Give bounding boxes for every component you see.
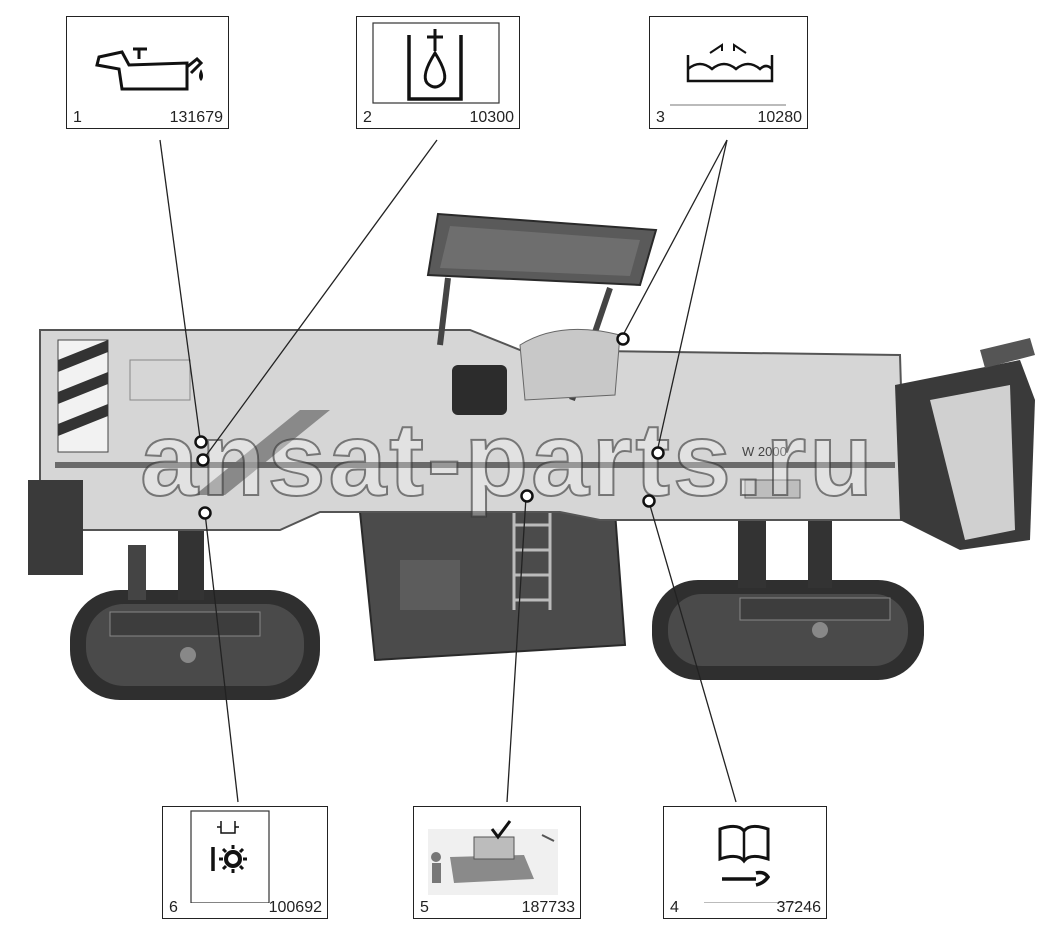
callout-dots	[194, 332, 665, 520]
callout-dot-4	[642, 494, 656, 508]
front-conveyor	[895, 338, 1035, 550]
label-tile-2: 2 10300	[356, 16, 520, 129]
label-code: 10300	[469, 109, 515, 126]
hazard-stripes	[57, 339, 109, 453]
label-number: 1	[73, 109, 82, 126]
manual-wrench-icon	[704, 824, 800, 903]
label-code: 100692	[268, 899, 322, 916]
machine-badge: W 2000	[742, 444, 787, 459]
milling-machine: W 2000	[28, 212, 1035, 700]
label-tile-6: 6 100692	[162, 806, 328, 919]
label-tile-4: 4 37246	[663, 806, 827, 919]
label-number: 4	[670, 899, 679, 916]
oil-drop-tank-icon	[372, 22, 500, 104]
label-code: 10280	[757, 109, 803, 126]
label-number: 2	[363, 109, 372, 126]
label-tile-1: 1 131679	[66, 16, 229, 129]
rear-track	[70, 590, 320, 700]
callout-dot-3b	[651, 446, 665, 460]
label-number: 5	[420, 899, 429, 916]
callout-dot-3a	[616, 332, 630, 346]
operator-canopy	[426, 212, 658, 415]
callout-dot-2	[196, 453, 210, 467]
label-code: 187733	[521, 899, 575, 916]
label-tile-5: 5 187733	[413, 806, 581, 919]
label-number: 3	[656, 109, 665, 126]
label-code: 131679	[169, 109, 223, 126]
callout-dot-5	[520, 489, 534, 503]
watermark-text: ansat-parts.ru	[140, 402, 876, 518]
leader-lines	[159, 139, 737, 803]
coolant-level-icon	[670, 43, 786, 106]
callout-dot-6	[198, 506, 212, 520]
callout-dot-1	[194, 435, 208, 449]
machine-check-icon	[428, 820, 558, 895]
label-code: 37246	[776, 899, 822, 916]
front-track	[652, 580, 924, 680]
label-tile-3: 3 10280	[649, 16, 808, 129]
label-number: 6	[169, 899, 178, 916]
gear-fluid-icon	[190, 810, 270, 903]
oil-can-icon	[95, 47, 204, 91]
